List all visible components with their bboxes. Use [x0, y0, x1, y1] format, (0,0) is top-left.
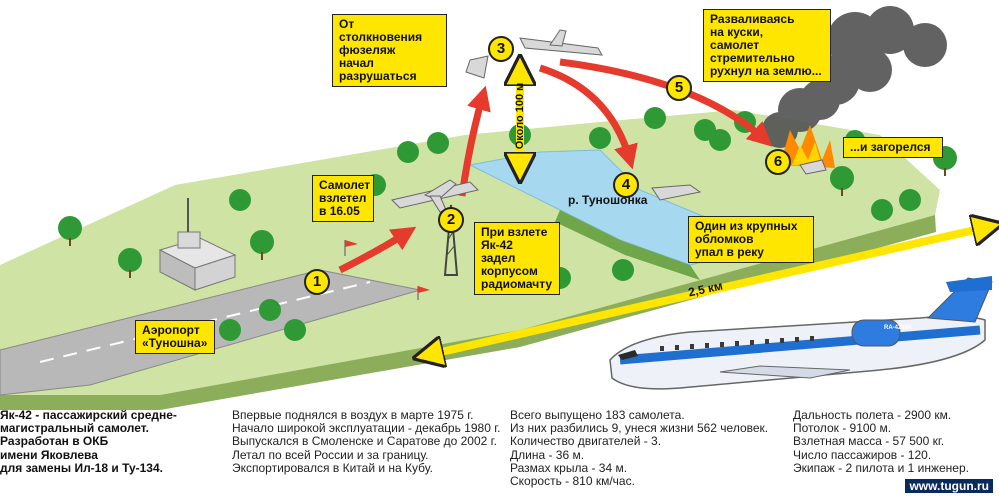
history-line: Экспортировался в Китай и на Кубу.	[232, 460, 433, 475]
performance-line: Потолок - 9100 м.	[793, 421, 892, 436]
footer-col-performance: Дальность полета - 2900 км. Потолок - 91…	[793, 408, 969, 475]
step-marker-5: 5	[666, 75, 692, 101]
callout-fragment-river: Один из крупных обломков упал в реку	[688, 216, 814, 263]
aircraft-breaking-silhouette	[465, 29, 603, 79]
footer-col-specs: Всего выпущено 183 самолета. Из них разб…	[510, 408, 769, 489]
callout-hit-mast: При взлете Як-42 задел корпусом радиомач…	[474, 222, 560, 295]
history-line: Летал по всей России и за границу.	[232, 447, 429, 462]
river-label: р. Туношонка	[568, 193, 648, 207]
footer-col-description: Як-42 - пассажирский средне- магистральн…	[0, 408, 177, 475]
site-watermark: www.tugun.ru	[905, 479, 993, 493]
step-marker-1: 1	[304, 269, 330, 295]
spec-line: Количество двигателей - 3.	[510, 434, 662, 449]
spec-line: Размах крыла - 34 м.	[510, 460, 628, 475]
fragment-in-river	[651, 159, 827, 201]
performance-line: Дальность полета - 2900 км.	[793, 408, 952, 422]
airport-label: Аэропорт «Туношна»	[135, 320, 215, 354]
fire	[780, 125, 835, 168]
callout-fuselage-breaking: От столкновения фюзеляж начал разрушатьс…	[332, 14, 447, 87]
history-line: Впервые поднялся в воздух в марте 1975 г…	[232, 408, 474, 422]
step-marker-3: 3	[488, 36, 514, 62]
spec-line: Из них разбились 9, унеся жизни 562 чело…	[510, 421, 769, 436]
callout-caught-fire: ...и загорелся	[843, 137, 943, 158]
performance-line: Взлетная масса - 57 500 кг.	[793, 434, 945, 449]
callout-takeoff-time: Самолет взлетел в 16.05	[312, 175, 374, 222]
aircraft-registration: RA-42434	[884, 325, 912, 331]
performance-line: Экипаж - 2 пилота и 1 инженер.	[793, 460, 969, 475]
callout-fell-apart: Разваливаясь на куски, самолет стремител…	[703, 9, 831, 82]
spec-line: Скорость - 810 км/час.	[510, 474, 635, 489]
step-marker-2: 2	[438, 207, 464, 233]
distance-arrow	[428, 227, 988, 355]
step-marker-6: 6	[765, 149, 791, 175]
height-label: Около 100 м	[514, 82, 526, 150]
aircraft-description: Як-42 - пассажирский средне- магистральн…	[0, 408, 177, 475]
history-line: Выпускался в Смоленске и Саратове до 200…	[232, 434, 497, 449]
aircraft-takeoff-silhouette	[391, 179, 479, 213]
history-line: Начало широкой эксплуатации - декабрь 19…	[232, 421, 501, 436]
footer-col-history: Впервые поднялся в воздух в марте 1975 г…	[232, 408, 501, 475]
step-marker-4: 4	[613, 172, 639, 198]
spec-line: Длина - 36 м.	[510, 447, 585, 462]
performance-line: Число пассажиров - 120.	[793, 447, 932, 462]
airport-building	[158, 198, 237, 291]
yak42-illustration	[609, 276, 993, 390]
spec-line: Всего выпущено 183 самолета.	[510, 408, 685, 422]
